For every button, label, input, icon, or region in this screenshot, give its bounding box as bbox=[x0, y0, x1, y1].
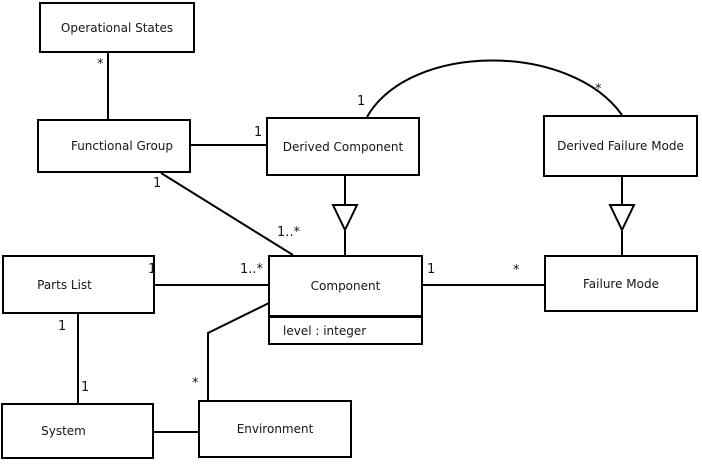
multiplicity-environment-component: * bbox=[192, 376, 199, 391]
class-attribute: level : integer bbox=[283, 323, 367, 338]
multiplicity-arc-derived-failure-mode: * bbox=[595, 82, 602, 97]
multiplicity-component-failure-mode-target: * bbox=[513, 263, 520, 278]
edge-derived-component-derived-failure-mode-arc bbox=[366, 59, 623, 118]
class-box-derived-component[interactable]: Derived Component bbox=[266, 117, 420, 176]
multiplicity-parts-list-system-upper: 1 bbox=[58, 319, 67, 334]
multiplicity-functional-group-derived-component: 1 bbox=[254, 125, 263, 140]
class-box-operational-states[interactable]: Operational States bbox=[39, 2, 195, 53]
class-box-functional-group[interactable]: Functional Group bbox=[37, 119, 191, 173]
multiplicity-arc-derived-component: 1 bbox=[357, 94, 366, 109]
class-name: Environment bbox=[236, 422, 314, 436]
class-name: Failure Mode bbox=[583, 276, 659, 291]
class-box-environment[interactable]: Environment bbox=[198, 400, 352, 458]
class-box-component[interactable]: Component level : integer bbox=[268, 255, 423, 345]
multiplicity-functional-group-component-source: 1 bbox=[153, 176, 162, 191]
multiplicity-component-failure-mode-source: 1 bbox=[427, 262, 436, 277]
class-name: Derived Component bbox=[282, 139, 404, 154]
class-box-system[interactable]: System bbox=[1, 403, 154, 459]
multiplicity-parts-list-component-target: 1..* bbox=[240, 262, 264, 277]
class-name: Component bbox=[310, 279, 381, 293]
generalization-triangle-icon bbox=[331, 204, 359, 233]
edge-functional-group-component bbox=[160, 172, 294, 256]
class-name: Derived Failure Mode bbox=[557, 139, 684, 153]
class-attribute-compartment: level : integer bbox=[270, 318, 421, 343]
class-box-derived-failure-mode[interactable]: Derived Failure Mode bbox=[543, 115, 698, 177]
multiplicity-parts-list-component-source: 1 bbox=[148, 262, 157, 277]
class-name: Parts List bbox=[37, 277, 92, 292]
generalization-triangle-icon bbox=[608, 204, 636, 233]
multiplicity-parts-list-system-lower: 1 bbox=[81, 380, 90, 395]
class-box-parts-list[interactable]: Parts List bbox=[2, 255, 155, 314]
class-name: Functional Group bbox=[70, 139, 174, 153]
class-box-failure-mode[interactable]: Failure Mode bbox=[544, 255, 698, 312]
class-name: Operational States bbox=[60, 20, 174, 35]
multiplicity-operational-states: * bbox=[97, 57, 104, 72]
multiplicity-functional-group-component-target: 1..* bbox=[277, 225, 301, 240]
class-name: System bbox=[41, 424, 86, 438]
class-name-compartment: Component bbox=[270, 257, 421, 318]
edge-component-environment bbox=[207, 302, 270, 400]
